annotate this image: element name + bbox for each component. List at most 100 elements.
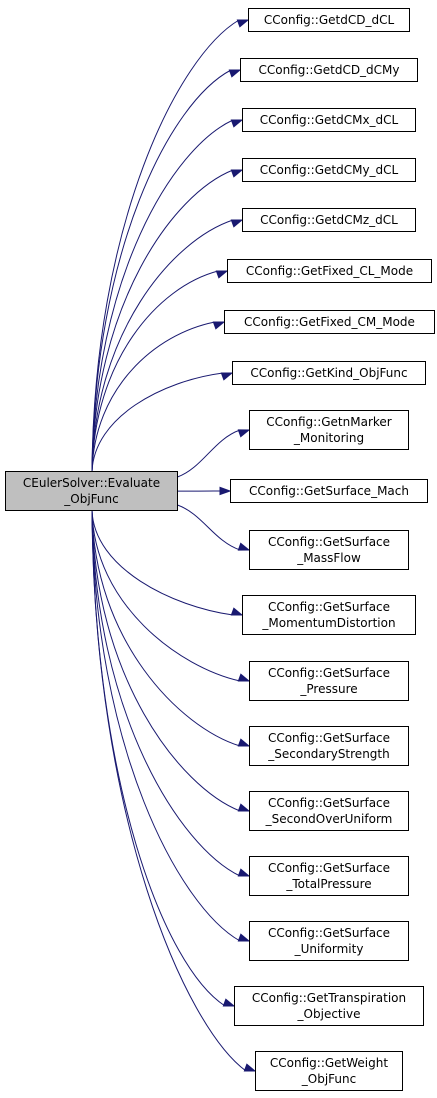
call-edge-8 (91, 372, 224, 472)
target-node-8-box (232, 361, 426, 385)
target-node-15-label-1: CConfig::GetSurface (268, 796, 390, 810)
target-node-16-label-2: _TotalPressure (285, 877, 371, 891)
target-node-9-box (249, 410, 409, 450)
target-node-6-label-1: CConfig::GetFixed_CL_Mode (246, 264, 413, 278)
source-node-label-1: CEulerSolver::Evaluate (23, 476, 160, 490)
target-node-8-label-1: CConfig::GetKind_ObjFunc (250, 366, 407, 380)
call-edge-9 (177, 429, 241, 478)
call-edge-arrowhead-9 (237, 429, 251, 438)
target-node-10[interactable]: CConfig::GetSurface_Mach (230, 479, 428, 503)
target-node-11[interactable]: CConfig::GetSurface_MassFlow (249, 530, 409, 570)
target-node-3-label-1: CConfig::GetdCMx_dCL (260, 113, 399, 127)
source-node[interactable]: CEulerSolver::Evaluate_ObjFunc (5, 471, 178, 511)
target-node-16-box (249, 856, 409, 896)
target-node-4-box (242, 158, 416, 182)
target-node-18-box (234, 986, 424, 1026)
source-node-label-2: _ObjFunc (63, 492, 118, 506)
target-node-11-label-1: CConfig::GetSurface (268, 535, 390, 549)
target-node-13[interactable]: CConfig::GetSurface_Pressure (249, 661, 409, 701)
target-node-2-label-1: CConfig::GetdCD_dCMy (258, 63, 399, 77)
call-edge-arrowhead-10 (219, 486, 232, 496)
target-node-18[interactable]: CConfig::GetTranspiration_Objective (234, 986, 424, 1026)
target-node-17-box (249, 921, 409, 961)
target-node-11-label-2: _MassFlow (296, 551, 361, 565)
call-edge-arrowhead-7 (212, 321, 226, 330)
target-node-3[interactable]: CConfig::GetdCMx_dCL (242, 108, 416, 132)
call-edge-arrowhead-16 (237, 868, 251, 877)
call-edge-arrowhead-18 (222, 998, 236, 1007)
target-node-14-label-1: CConfig::GetSurface (268, 731, 390, 745)
target-node-5-box (242, 208, 416, 232)
call-edge-2 (91, 69, 232, 472)
target-node-9[interactable]: CConfig::GetnMarker_Monitoring (249, 410, 409, 450)
target-node-2[interactable]: CConfig::GetdCD_dCMy (240, 58, 418, 82)
target-node-1-box (248, 8, 410, 32)
call-edge-7 (91, 321, 216, 472)
target-node-13-label-2: _Pressure (299, 682, 357, 696)
target-node-17[interactable]: CConfig::GetSurface_Uniformity (249, 921, 409, 961)
target-node-13-label-1: CConfig::GetSurface (268, 666, 390, 680)
target-node-19-box (255, 1051, 403, 1091)
target-node-2-box (240, 58, 418, 82)
target-node-14[interactable]: CConfig::GetSurface_SecondaryStrength (249, 726, 409, 766)
call-edge-13 (91, 510, 241, 682)
call-edge-15 (91, 510, 241, 812)
call-edge-arrowhead-6 (215, 270, 229, 279)
target-node-13-box (249, 661, 409, 701)
call-nodes: CEulerSolver::Evaluate_ObjFuncCConfig::G… (5, 8, 435, 1091)
target-node-18-label-1: CConfig::GetTranspiration (252, 991, 406, 1005)
target-node-3-box (242, 108, 416, 132)
target-node-14-label-2: _SecondaryStrength (267, 747, 389, 761)
target-node-16[interactable]: CConfig::GetSurface_TotalPressure (249, 856, 409, 896)
target-node-17-label-2: _Uniformity (294, 942, 364, 956)
target-node-9-label-1: CConfig::GetnMarker (266, 415, 392, 429)
target-node-5[interactable]: CConfig::GetdCMz_dCL (242, 208, 416, 232)
target-node-12-label-2: _MomentumDistortion (261, 616, 395, 630)
target-node-19-label-2: _ObjFunc (301, 1072, 356, 1086)
call-edge-arrowhead-2 (228, 69, 242, 78)
call-edge-arrowhead-14 (237, 738, 251, 747)
target-node-19[interactable]: CConfig::GetWeight_ObjFunc (255, 1051, 403, 1091)
call-edge-arrowhead-17 (237, 933, 251, 942)
target-node-12[interactable]: CConfig::GetSurface_MomentumDistortion (242, 595, 416, 635)
target-node-7-box (224, 310, 435, 334)
call-edge-arrowhead-12 (230, 607, 244, 616)
target-node-19-label-1: CConfig::GetWeight (270, 1056, 388, 1070)
target-node-6[interactable]: CConfig::GetFixed_CL_Mode (227, 259, 432, 283)
target-node-10-label-1: CConfig::GetSurface_Mach (249, 484, 409, 498)
call-edge-arrowhead-5 (230, 219, 244, 228)
target-node-9-label-2: _Monitoring (293, 431, 364, 445)
call-edge-6 (91, 270, 219, 472)
call-edge-14 (91, 510, 241, 747)
target-node-6-box (227, 259, 432, 283)
call-edge-16 (91, 510, 241, 877)
target-node-4-label-1: CConfig::GetdCMy_dCL (260, 163, 399, 177)
call-edge-arrowhead-15 (237, 803, 251, 812)
target-node-1-label-1: CConfig::GetdCD_dCL (264, 13, 395, 27)
target-node-11-box (249, 530, 409, 570)
call-edge-18 (91, 510, 226, 1007)
call-edge-4 (91, 169, 234, 472)
target-node-18-label-2: _Objective (297, 1007, 361, 1021)
target-node-8[interactable]: CConfig::GetKind_ObjFunc (232, 361, 426, 385)
target-node-14-box (249, 726, 409, 766)
target-node-10-box (230, 479, 428, 503)
target-node-15[interactable]: CConfig::GetSurface_SecondOverUniform (249, 791, 409, 831)
target-node-5-label-1: CConfig::GetdCMz_dCL (260, 213, 398, 227)
source-node-box (5, 471, 178, 511)
target-node-17-label-1: CConfig::GetSurface (268, 926, 390, 940)
call-edge-3 (91, 119, 234, 472)
call-edge-19 (91, 510, 247, 1072)
call-edge-5 (91, 219, 234, 472)
target-node-12-label-1: CConfig::GetSurface (268, 600, 390, 614)
target-node-15-label-2: _SecondOverUniform (265, 812, 393, 826)
target-node-4[interactable]: CConfig::GetdCMy_dCL (242, 158, 416, 182)
call-edge-arrowhead-4 (230, 169, 244, 178)
target-node-7[interactable]: CConfig::GetFixed_CM_Mode (224, 310, 435, 334)
target-node-1[interactable]: CConfig::GetdCD_dCL (248, 8, 410, 32)
call-edges (91, 19, 257, 1072)
target-node-16-label-1: CConfig::GetSurface (268, 861, 390, 875)
call-edge-arrowhead-1 (236, 19, 250, 28)
target-node-12-box (242, 595, 416, 635)
